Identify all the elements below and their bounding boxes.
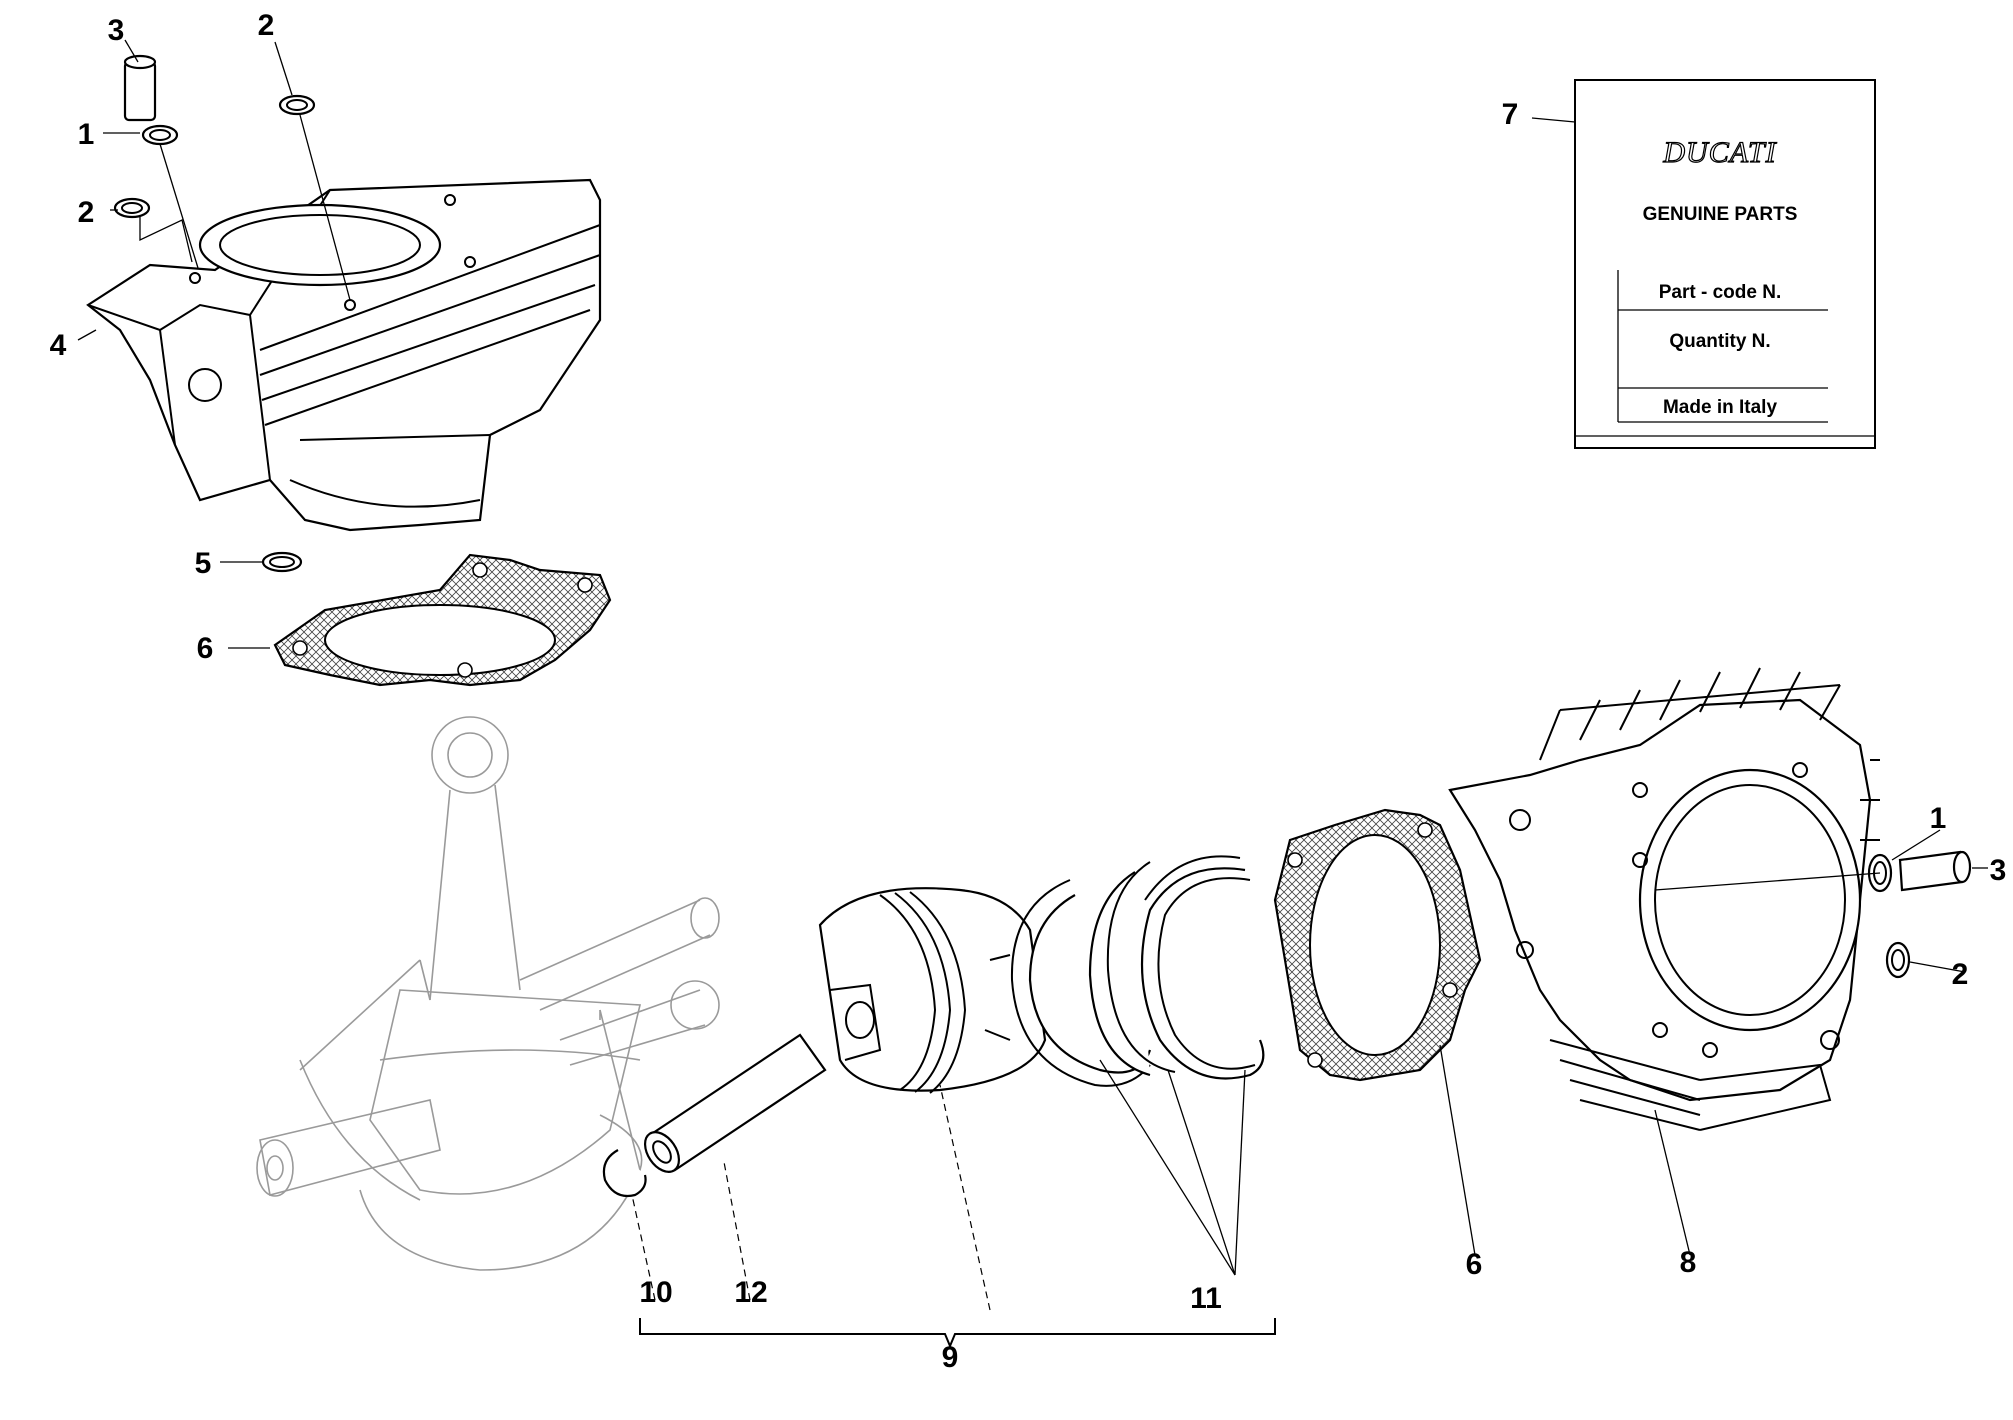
circlip — [602, 1149, 647, 1198]
callout-10: 10 — [639, 1276, 672, 1309]
callout-6-bottom: 6 — [1466, 1248, 1483, 1281]
o-ring-5 — [261, 551, 303, 573]
made-in-text: Made in Italy — [1663, 397, 1777, 418]
callout-1-right: 1 — [1930, 802, 1947, 835]
o-ring-2-right — [1885, 941, 1911, 979]
base-gasket-top — [273, 553, 612, 687]
piston — [818, 887, 1047, 1094]
callout-3-right: 3 — [1990, 854, 2007, 887]
o-ring-2-top-left — [113, 197, 151, 219]
callout-2-top: 2 — [258, 9, 275, 42]
callout-7: 7 — [1502, 98, 1519, 131]
genuine-parts-label: DUCATI GENUINE PARTS Part - code N. Quan… — [1574, 79, 1876, 449]
callout-9: 9 — [942, 1341, 959, 1374]
piston-pin — [643, 1033, 827, 1173]
callout-11: 11 — [1190, 1282, 1222, 1315]
part-code-text: Part - code N. — [1659, 282, 1781, 303]
genuine-parts-text: GENUINE PARTS — [1643, 204, 1798, 225]
callout-4: 4 — [50, 329, 67, 362]
o-ring-2-top-right — [278, 94, 316, 116]
o-ring-1-top — [141, 124, 179, 146]
callout-8: 8 — [1680, 1246, 1697, 1279]
leader-lines — [77, 39, 1988, 1349]
crankshaft-con-rod — [256, 716, 720, 1271]
callout-1-top: 1 — [78, 118, 95, 151]
callout-3-top: 3 — [108, 14, 125, 47]
cylinder-horizontal — [1448, 667, 1880, 1131]
ducati-logo-text: DUCATI — [1662, 136, 1777, 169]
callout-12: 12 — [734, 1276, 767, 1309]
piston-rings — [1010, 855, 1265, 1087]
callout-2-left: 2 — [78, 196, 95, 229]
callout-5: 5 — [195, 547, 212, 580]
dowel-sleeve-right — [1898, 850, 1972, 892]
callout-2-right: 2 — [1952, 958, 1969, 991]
cylinder-vertical — [86, 178, 602, 532]
callout-6-top: 6 — [197, 632, 214, 665]
quantity-text: Quantity N. — [1669, 331, 1770, 352]
base-gasket-bottom — [1273, 808, 1482, 1082]
dowel-sleeve-top — [123, 54, 157, 122]
